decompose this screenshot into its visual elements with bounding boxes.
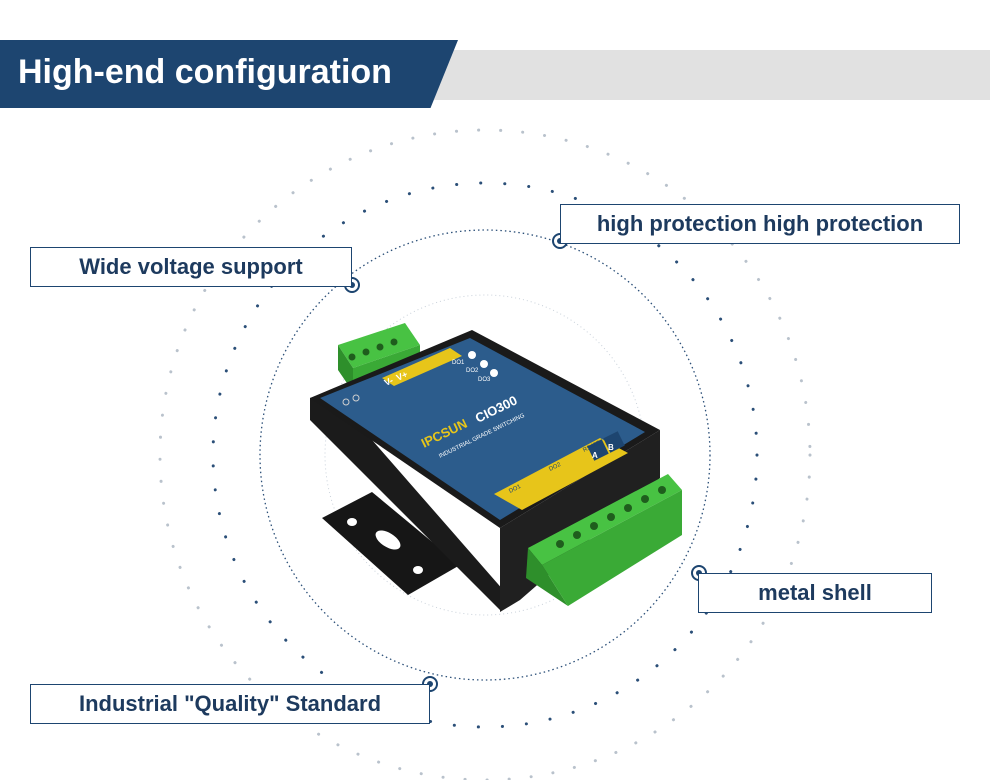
- header-title-banner: [0, 40, 458, 108]
- feature-label-wide-voltage: Wide voltage support: [30, 247, 352, 287]
- middle-dotted-ring: [211, 181, 759, 729]
- led-indicator-3: [490, 369, 498, 377]
- power-neg-label: V-: [383, 375, 395, 388]
- led-label-3: DO3: [478, 377, 491, 383]
- header-gray-band: [430, 50, 990, 100]
- led-label-1: DO1: [452, 360, 465, 366]
- feature-label-protection: high protection high protection: [560, 204, 960, 244]
- port-a-label: A: [592, 451, 598, 460]
- device-side-left: [310, 392, 512, 610]
- led-label-2: DO2: [466, 368, 479, 374]
- port-b-label: B: [608, 443, 614, 452]
- power-pos-label: V+: [395, 369, 409, 383]
- outer-dotted-ring: [158, 128, 812, 780]
- inner-dotted-ring: [259, 229, 711, 681]
- power-jack-icon: [342, 394, 360, 406]
- page-title: High-end configuration: [18, 53, 392, 91]
- group-do2-label: DO2: [548, 462, 562, 473]
- feature-label-metal-shell: metal shell: [698, 573, 932, 613]
- io-device: V- V+ DO1 DO2 DO3 IPCSUN CIO300 INDUSTRI…: [310, 323, 682, 612]
- io-terminal-block: [526, 474, 682, 606]
- led-indicator-2: [480, 360, 488, 368]
- group-do1-label: DO1: [508, 484, 522, 495]
- led-indicator-1: [468, 351, 476, 359]
- feature-label-quality: Industrial "Quality" Standard: [30, 684, 430, 724]
